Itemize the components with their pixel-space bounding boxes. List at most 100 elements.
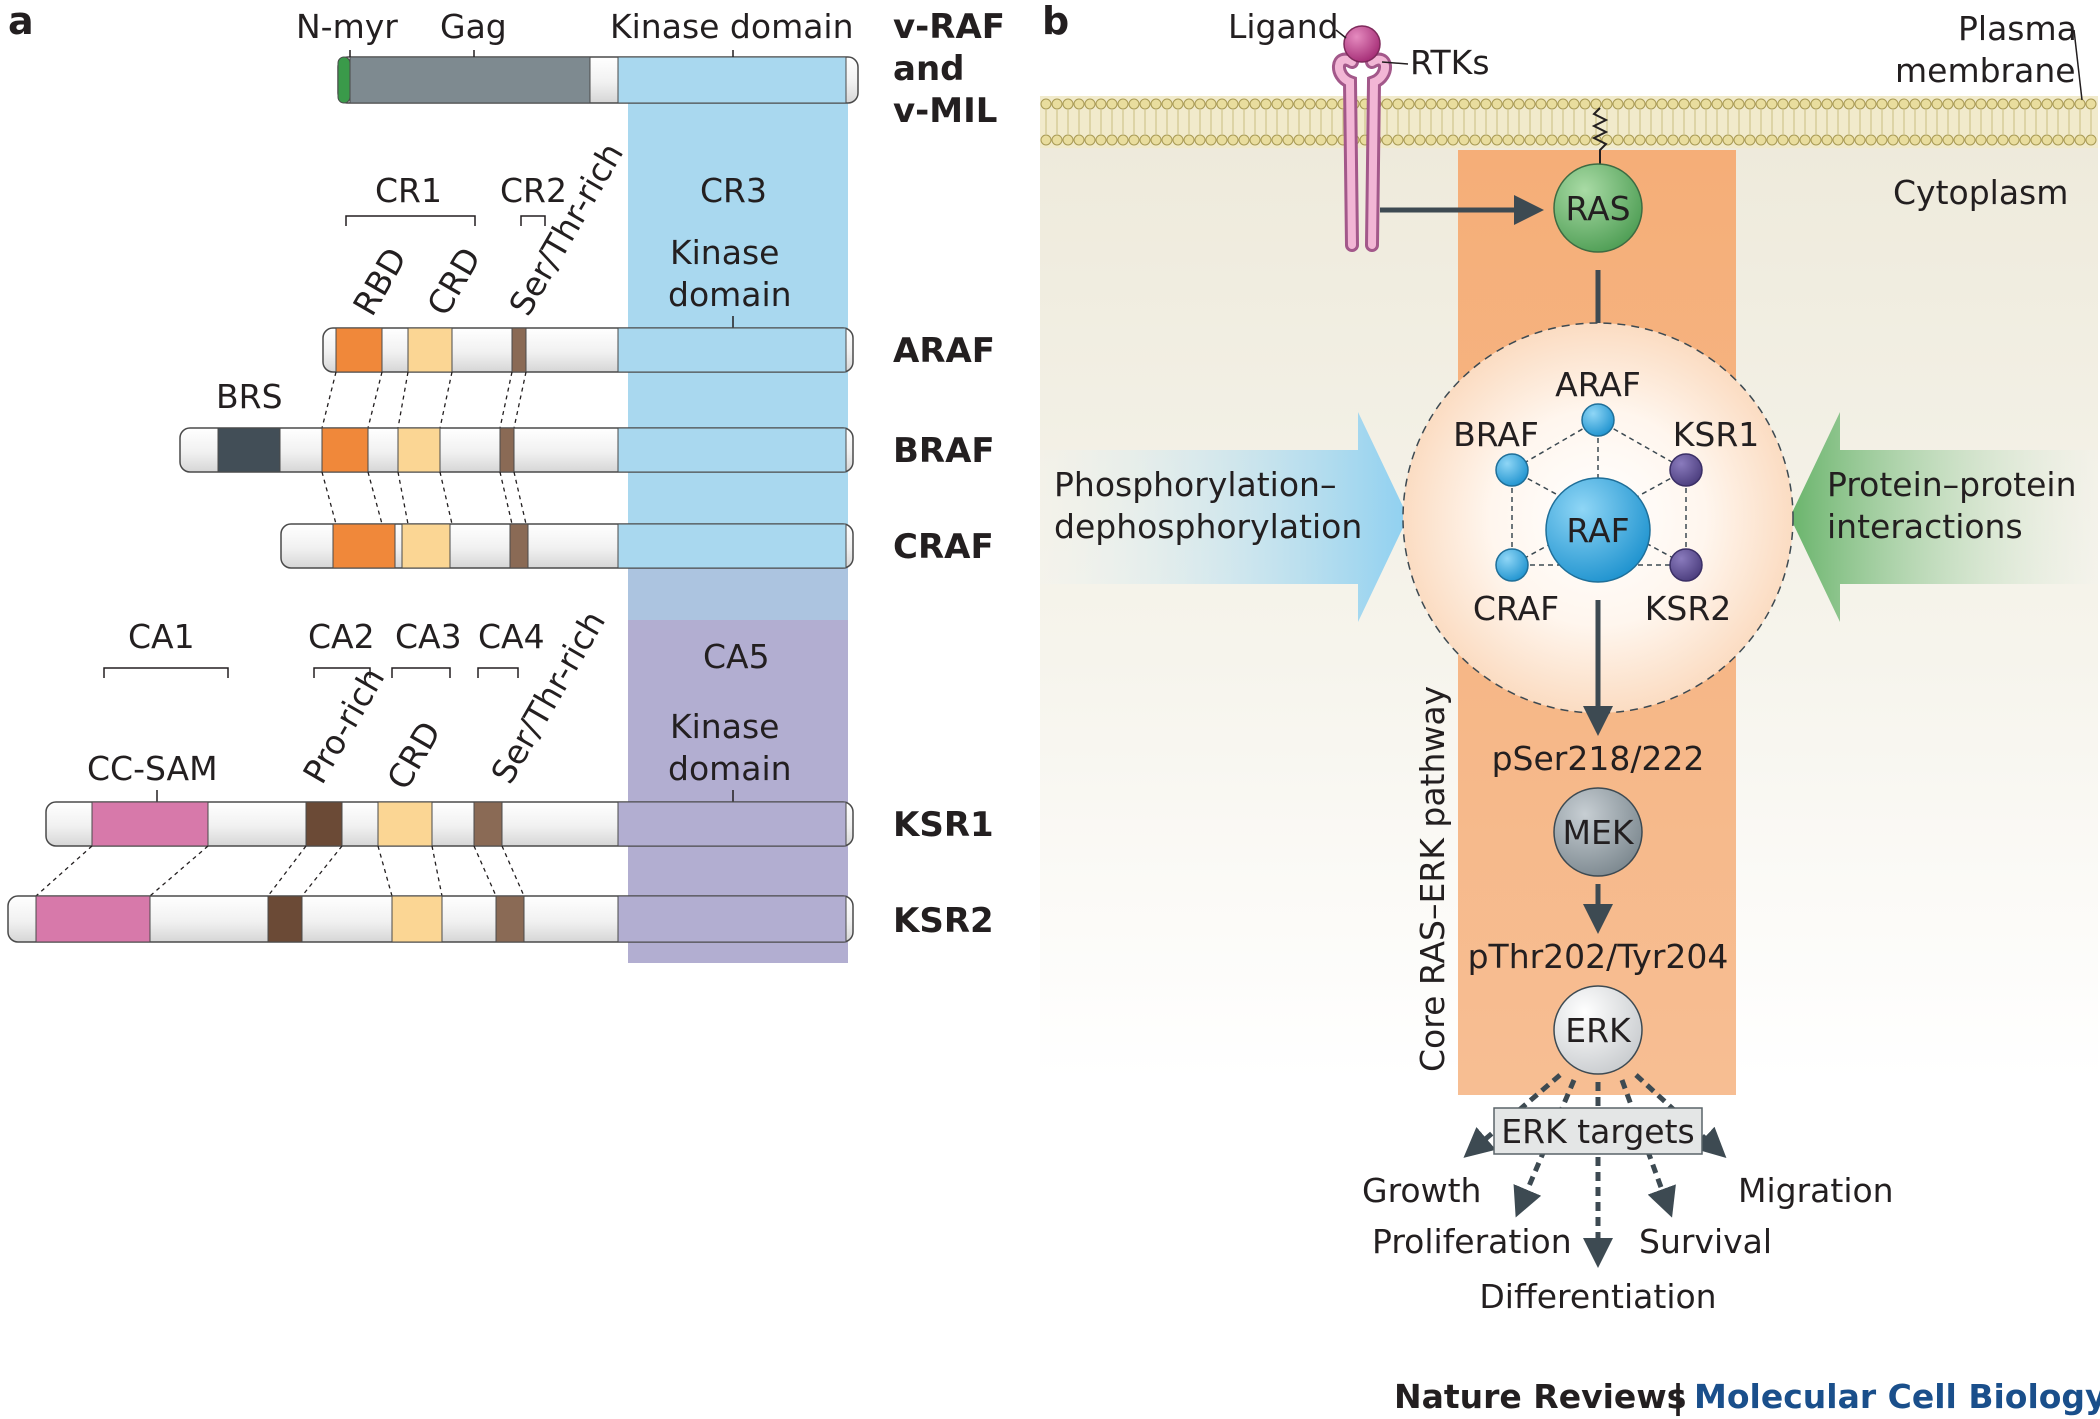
lipid-head: [1238, 98, 1250, 110]
phospho-label-2: dephosphorylation: [1054, 507, 1362, 546]
lipid-head: [1249, 98, 1261, 110]
craf-node-label: CRAF: [1473, 589, 1559, 628]
craf-node: [1495, 548, 1529, 582]
lipid-head: [1524, 98, 1536, 110]
lipid-head: [1205, 134, 1217, 146]
rtk-receptor: [1332, 52, 1392, 252]
lipid-head: [1601, 98, 1613, 110]
lipid-head: [2008, 134, 2020, 146]
lipid-head: [1128, 134, 1140, 146]
erk-targets-box: [1493, 1107, 1703, 1155]
lipid-head: [1689, 98, 1701, 110]
lipid-head: [1678, 134, 1690, 146]
lipid-head: [2052, 98, 2064, 110]
lipid-head: [1491, 98, 1503, 110]
lipid-head: [2085, 134, 2097, 146]
raf-kinase-label-2: domain: [668, 275, 792, 314]
lipid-head: [1722, 134, 1734, 146]
lipid-head: [1755, 98, 1767, 110]
lipid-head: [1194, 98, 1206, 110]
lipid-head: [1150, 98, 1162, 110]
lipid-head: [1733, 98, 1745, 110]
lipid-head: [1183, 134, 1195, 146]
lipid-head: [1403, 134, 1415, 146]
lipid-head: [1073, 134, 1085, 146]
lipid-head: [1788, 134, 1800, 146]
ppi-label-2: interactions: [1827, 507, 2023, 546]
lipid-head: [1469, 98, 1481, 110]
lipid-head: [1876, 98, 1888, 110]
lipid-head: [1843, 98, 1855, 110]
raf-kinase-label-1: Kinase: [670, 233, 779, 272]
lipid-head: [1656, 134, 1668, 146]
brs-label: BRS: [216, 377, 283, 416]
erk-label: ERK: [1565, 1011, 1632, 1050]
lipid-head: [1403, 98, 1415, 110]
cr2-bracket: [520, 215, 546, 226]
erk-site-label: pThr202/Tyr204: [1468, 937, 1729, 976]
footer-journal: Nature Reviews: [1394, 1377, 1686, 1416]
lipid-head: [1260, 134, 1272, 146]
lipid-head: [1678, 98, 1690, 110]
vraf-name-2: and: [893, 49, 965, 89]
lipid-head: [2063, 98, 2075, 110]
footer-separator: |: [1672, 1377, 1684, 1416]
lipid-head: [1579, 134, 1591, 146]
lipid-head: [1546, 134, 1558, 146]
mek-label: MEK: [1563, 813, 1635, 852]
rbd-label: RBD: [345, 241, 414, 322]
lipid-head: [1810, 98, 1822, 110]
ppi-arrow: [1790, 412, 2098, 622]
lipid-head: [1271, 134, 1283, 146]
lipid-head: [1689, 134, 1701, 146]
lipid-head: [1876, 134, 1888, 146]
lipid-head: [1755, 134, 1767, 146]
ca2-bracket: [313, 667, 371, 678]
lipid-head: [1799, 134, 1811, 146]
araf-name: ARAF: [893, 331, 995, 371]
lipid-head: [1546, 98, 1558, 110]
crd-label-raf: CRD: [419, 241, 488, 322]
panel-a-label: a: [8, 0, 34, 43]
lipid-head: [1568, 134, 1580, 146]
lipid-head: [1865, 98, 1877, 110]
lipid-head: [1964, 98, 1976, 110]
lipid-head: [1051, 134, 1063, 146]
braf-craf-connectors: [321, 471, 527, 525]
lipid-head: [1150, 134, 1162, 146]
lipid-head: [1634, 98, 1646, 110]
lipid-head: [1557, 98, 1569, 110]
araf-node-label: ARAF: [1555, 365, 1641, 404]
ksr2-node: [1669, 548, 1703, 582]
lipid-head: [1953, 134, 1965, 146]
vraf-name-1: v-RAF: [893, 7, 1005, 47]
lipid-head: [1436, 134, 1448, 146]
crd-label-ksr: CRD: [379, 715, 448, 796]
lipid-head: [1667, 134, 1679, 146]
lipid-head: [1502, 134, 1514, 146]
lipid-head: [1634, 134, 1646, 146]
lipid-head: [1887, 98, 1899, 110]
ca2-label: CA2: [308, 617, 375, 656]
kinase-column-gradient: [628, 560, 848, 630]
cr1-bracket: [345, 215, 476, 226]
raf-node-label: RAF: [1566, 511, 1629, 550]
raf-node: [1545, 477, 1651, 583]
lipid-head: [1414, 98, 1426, 110]
braf-bar: [179, 427, 854, 473]
lipid-head: [1381, 134, 1393, 146]
prorich-label: Pro-rich: [295, 661, 392, 790]
lipid-head: [1777, 98, 1789, 110]
lipid-head: [1942, 134, 1954, 146]
lipid-head: [1106, 98, 1118, 110]
lipid-head: [1513, 98, 1525, 110]
lipid-head: [1909, 98, 1921, 110]
gag-label: Gag: [440, 7, 507, 46]
lipid-head: [1128, 98, 1140, 110]
lipid-head: [1480, 98, 1492, 110]
ksr1-name: KSR1: [893, 805, 994, 845]
erk-targets-label: ERK targets: [1501, 1112, 1694, 1151]
lipid-head: [1711, 98, 1723, 110]
plasma-membrane: [1040, 96, 2098, 148]
